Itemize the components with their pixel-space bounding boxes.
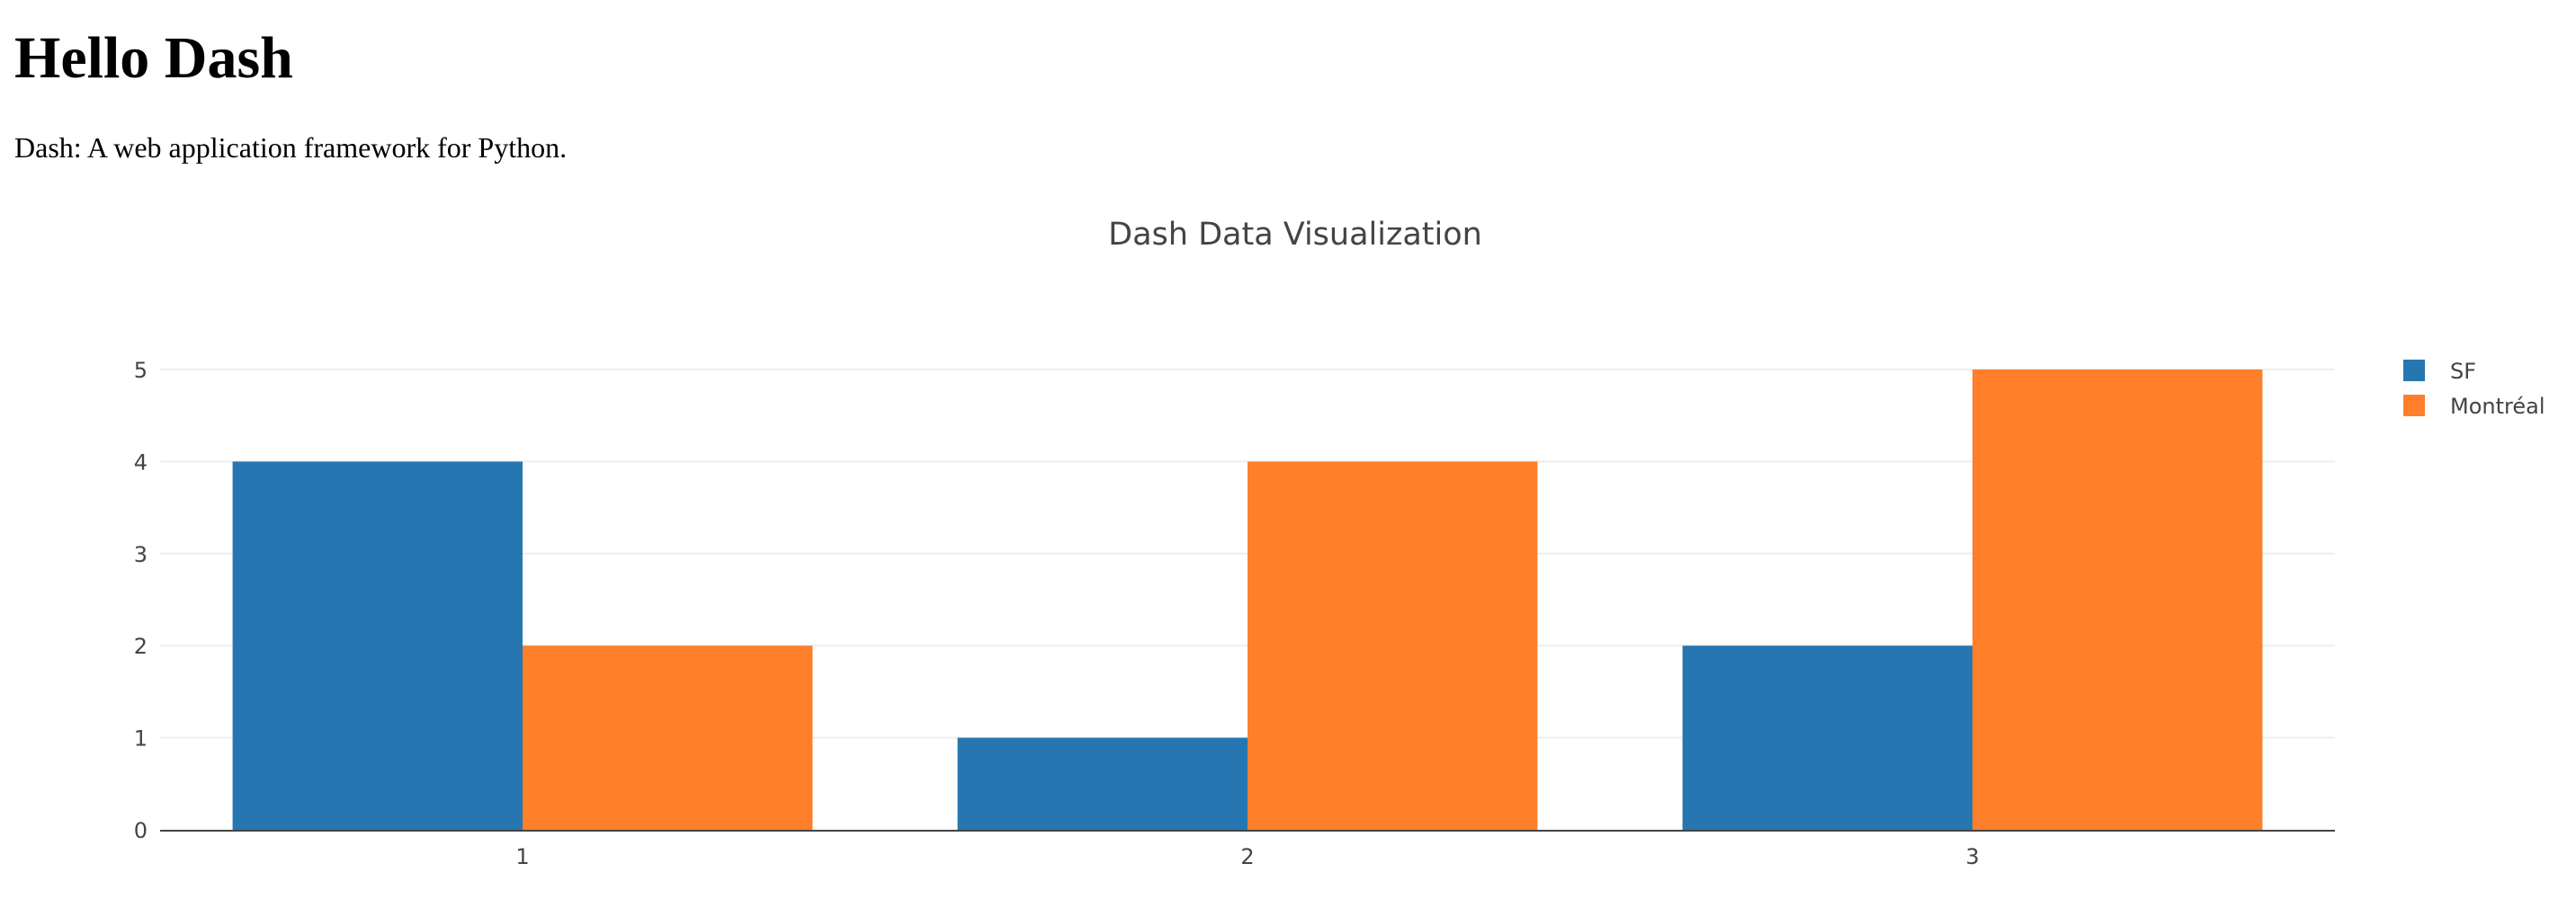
- y-tick-label: 1: [134, 726, 148, 752]
- bar-montreal-3[interactable]: [1972, 369, 2263, 830]
- y-tick-label: 4: [134, 450, 148, 475]
- y-axis-ticks: 0 1 2 3 4 5: [134, 358, 148, 843]
- bar-sf-1[interactable]: [232, 461, 523, 830]
- legend-label: SF: [2450, 359, 2476, 384]
- y-tick-label: 2: [134, 634, 148, 659]
- x-tick-label: 2: [1240, 844, 1254, 869]
- page-title: Hello Dash: [14, 25, 293, 91]
- legend-item-sf[interactable]: SF: [2403, 359, 2476, 384]
- x-axis-ticks: 1 2 3: [515, 844, 1979, 869]
- bar-chart-graph[interactable]: 0 1 2 3 4 5 1 2 3 Dash Data Visualization SF Mon…: [0, 198, 2576, 917]
- bars: [232, 369, 2263, 830]
- chart-svg[interactable]: 0 1 2 3 4 5 1 2 3 Dash Data Visualization SF Mon…: [0, 198, 2576, 917]
- y-tick-label: 3: [134, 542, 148, 567]
- bar-sf-3[interactable]: [1682, 645, 1972, 830]
- legend-item-montreal[interactable]: Montréal: [2403, 394, 2545, 419]
- legend-label: Montréal: [2450, 394, 2545, 419]
- legend-swatch: [2403, 360, 2425, 381]
- legend-swatch: [2403, 395, 2425, 416]
- page-subtitle: Dash: A web application framework for Py…: [14, 131, 568, 164]
- x-tick-label: 3: [1965, 844, 1979, 869]
- x-tick-label: 1: [515, 844, 529, 869]
- bar-montreal-1[interactable]: [523, 645, 813, 830]
- y-tick-label: 0: [134, 818, 148, 843]
- bar-montreal-2[interactable]: [1248, 461, 1538, 830]
- legend[interactable]: SF Montréal: [2403, 359, 2545, 419]
- y-tick-label: 5: [134, 358, 148, 383]
- bar-sf-2[interactable]: [957, 737, 1248, 830]
- chart-title: Dash Data Visualization: [1108, 217, 1482, 253]
